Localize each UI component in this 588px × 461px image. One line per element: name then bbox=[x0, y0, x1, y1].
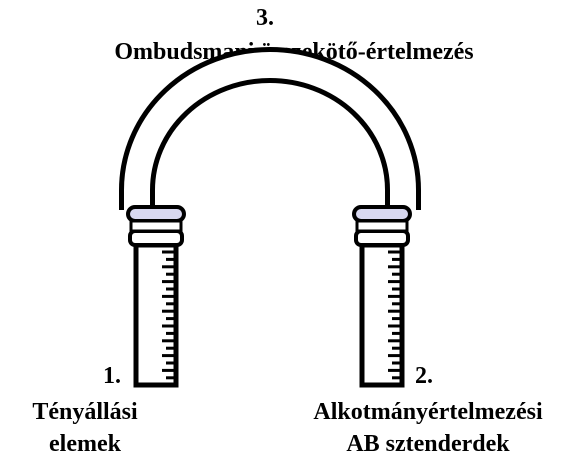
right-number: 2. bbox=[404, 362, 444, 390]
right-line2: AB sztenderdek bbox=[278, 430, 578, 458]
arch bbox=[137, 65, 403, 210]
left-number: 1. bbox=[92, 362, 132, 390]
left-line1: Tényállási bbox=[0, 398, 170, 426]
right-column bbox=[354, 207, 410, 385]
right-line1: Alkotmányértelmezési bbox=[278, 398, 578, 426]
left-line2: elemek bbox=[0, 430, 170, 458]
left-column bbox=[128, 207, 184, 385]
